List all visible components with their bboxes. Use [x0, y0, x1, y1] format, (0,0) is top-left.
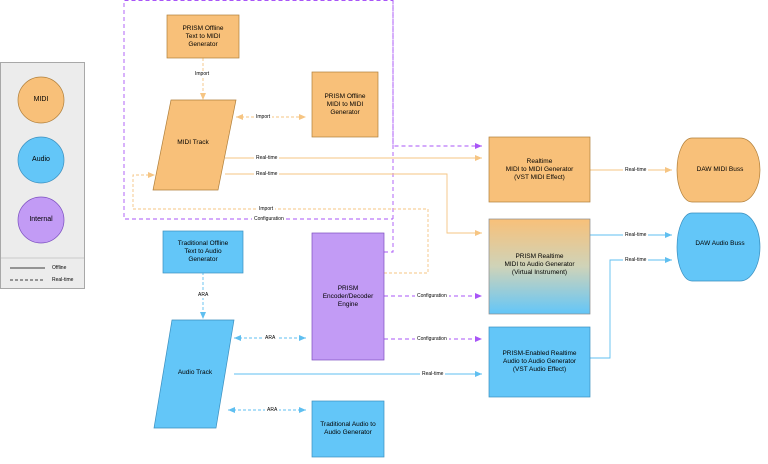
realtime-midi-gen-label: Realtime MIDI to MIDI Generator (VST MID…: [505, 157, 574, 181]
prism-engine-label: PRISM Encoder/Decoder Engine: [322, 284, 374, 308]
edge-label-realtime-1: Real-time: [254, 155, 280, 161]
edge-label-import-1: Import: [193, 71, 212, 77]
edge-label-import-3: Import: [257, 206, 276, 212]
prism-offline-midi-midi-label: PRISM Offline MIDI to MIDI Generator: [324, 92, 366, 116]
trad-offline-text-audio-label: Traditional Offline Text to Audio Genera…: [177, 240, 229, 263]
edge-label-realtime-4: Real-time: [623, 232, 649, 238]
edge-label-realtime-6: Real-time: [420, 371, 446, 377]
prism-realtime-instrument-label: PRISM Realtime MIDI to Audio Generator (…: [504, 253, 575, 276]
legend-realtime-label: Real-time: [52, 277, 74, 283]
node-prism-engine: [311, 232, 385, 361]
node-trad-offline-text-audio: [162, 230, 244, 274]
legend-offline-label: Offline: [52, 265, 67, 271]
daw-audio-buss-label: DAW Audio Buss: [695, 240, 745, 247]
edge-label-import-2: Import: [254, 114, 273, 120]
node-prism-realtime-instrument: [488, 218, 591, 315]
import-edge-3: [132, 174, 429, 274]
node-audio-track: [153, 319, 235, 429]
config-edge-top: [392, 0, 482, 147]
edge-label-realtime-3: Real-time: [623, 167, 649, 173]
realtime-edge-5: [590, 259, 672, 359]
edge-label-configuration-2: Configuration: [415, 293, 449, 299]
edge-label-ara-3: ARA: [265, 407, 280, 413]
node-daw-midi-buss: [676, 137, 761, 203]
node-daw-audio-buss: [676, 212, 761, 282]
edge-label-configuration-1: Configuration: [252, 216, 286, 222]
prism-audio-effect-label: PRISM-Enabled Realtime Audio to Audio Ge…: [502, 350, 577, 373]
midi-track-label: MIDI Track: [177, 139, 209, 146]
legend-panel: [0, 62, 85, 289]
prism-offline-text-midi-label: PRISM Offline Text to MIDI Generator: [182, 24, 224, 48]
realtime-edge-2: [225, 173, 482, 234]
legend-audio-label: Audio: [32, 156, 50, 163]
legend-audio-swatch: [17, 136, 65, 184]
trad-audio-audio-label: Traditional Audio to Audio Generator: [320, 421, 376, 436]
edge-label-ara-2: ARA: [263, 335, 278, 341]
config-loop-edge: [123, 0, 394, 253]
node-trad-audio-audio: [311, 400, 385, 458]
node-prism-offline-midi-midi: [311, 71, 379, 138]
edge-label-configuration-3: Configuration: [415, 336, 449, 342]
legend-midi-swatch: [17, 76, 65, 124]
daw-midi-buss-label: DAW MIDI Buss: [696, 166, 744, 173]
legend-internal-label: Internal: [29, 216, 53, 223]
legend-midi-label: MIDI: [33, 96, 49, 103]
node-realtime-midi-gen: [488, 136, 591, 203]
edge-label-ara-1: ARA: [196, 292, 211, 298]
edge-label-realtime-5: Real-time: [623, 257, 649, 263]
node-midi-track: [152, 99, 237, 191]
edge-label-realtime-2: Real-time: [254, 171, 280, 177]
legend-internal-swatch: [17, 196, 65, 244]
node-prism-offline-text-midi: [166, 14, 240, 59]
audio-track-label: Audio Track: [177, 369, 213, 376]
arrowheads: [148, 93, 672, 413]
node-prism-audio-effect: [488, 326, 591, 398]
